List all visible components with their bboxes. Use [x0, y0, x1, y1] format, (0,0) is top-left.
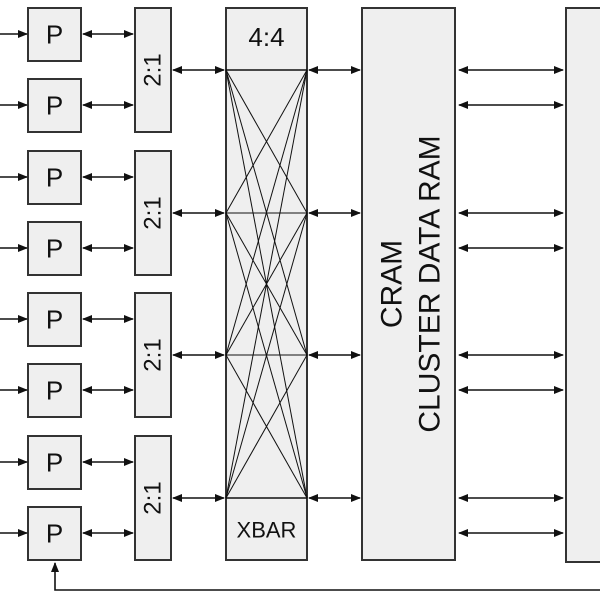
mux-block-4: 2:1 [134, 435, 172, 561]
processor-label: P [46, 376, 63, 406]
mux-label: 2:1 [140, 196, 167, 229]
processor-box [27, 150, 82, 205]
processor-label: P [46, 234, 63, 264]
xbar-link [225, 354, 308, 499]
cram-title: CRAM [376, 240, 409, 328]
processor-column: P P P P P P P P [27, 7, 82, 561]
processor-box [27, 78, 82, 133]
crossbar-bottom-label: XBAR [237, 518, 297, 543]
mux-label: 2:1 [140, 53, 167, 86]
processor-block-4: P [27, 221, 82, 276]
cram-block: CRAM CLUSTER DATA RAM [361, 7, 456, 561]
processor-label: P [46, 20, 63, 50]
mux-box [134, 435, 172, 561]
feedback-arrow [51, 562, 600, 591]
mux-box [134, 150, 172, 276]
mux-column: 2:1 2:1 2:1 2:1 [134, 7, 172, 561]
processor-block-6: P [27, 363, 82, 418]
crossbar: 4:4 XBAR [225, 7, 308, 561]
xbar-link [225, 69, 308, 214]
mux-box [134, 7, 172, 133]
processor-input-arrows [0, 30, 28, 537]
processor-mux-links [82, 30, 134, 537]
processor-block-2: P [27, 78, 82, 133]
cram-right-links [458, 66, 564, 537]
processor-block-8: P [27, 506, 82, 561]
mux-xbar-links [172, 66, 225, 502]
processor-box [27, 292, 82, 347]
xbar-link [225, 69, 308, 499]
mux-block-1: 2:1 [134, 7, 172, 133]
processor-box [27, 363, 82, 418]
processor-block-7: P [27, 435, 82, 490]
crossbar-interconnect [225, 69, 308, 499]
cram-box [361, 7, 456, 561]
processor-box [27, 221, 82, 276]
mux-label: 2:1 [140, 338, 167, 371]
processor-block-1: P [27, 7, 82, 62]
processor-label: P [46, 163, 63, 193]
processor-block-3: P [27, 150, 82, 205]
crossbar-top-label: 4:4 [248, 22, 284, 52]
processor-label: P [46, 448, 63, 478]
processor-label: P [46, 91, 63, 121]
right-block [565, 7, 600, 563]
mux-block-3: 2:1 [134, 292, 172, 418]
xbar-cram-links [308, 66, 361, 502]
processor-box [27, 7, 82, 62]
processor-label: P [46, 519, 63, 549]
processor-label: P [46, 305, 63, 335]
mux-block-2: 2:1 [134, 150, 172, 276]
xbar-link [225, 212, 308, 499]
mux-label: 2:1 [140, 481, 167, 514]
processor-box [27, 435, 82, 490]
xbar-link [225, 69, 308, 356]
mux-box [134, 292, 172, 418]
cram-subtitle: CLUSTER DATA RAM [414, 135, 447, 432]
processor-block-5: P [27, 292, 82, 347]
processor-box [27, 506, 82, 561]
